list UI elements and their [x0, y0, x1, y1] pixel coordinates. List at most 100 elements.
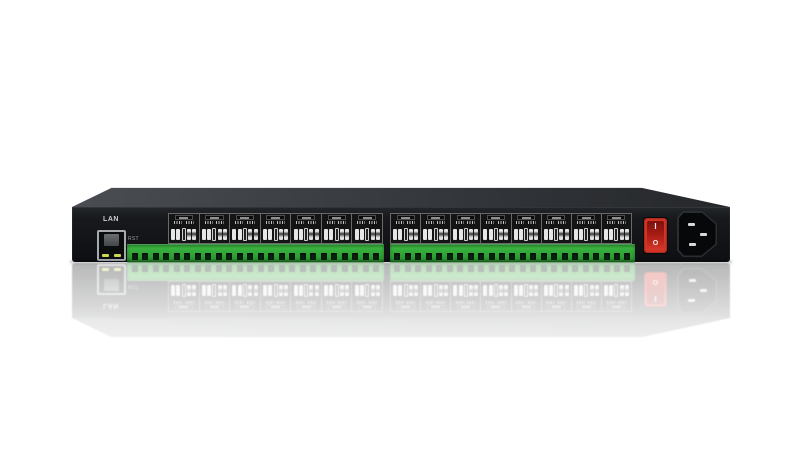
pin-labels [543, 221, 569, 225]
port-group [291, 214, 322, 243]
pin-labels [170, 221, 197, 225]
wire-hole [593, 253, 600, 260]
port-group-label [547, 215, 566, 220]
screw-row [422, 225, 449, 243]
wire-hole [467, 253, 474, 260]
wire-hole [624, 253, 631, 260]
screw-terminal [603, 228, 608, 240]
port-group-label [296, 215, 316, 220]
screw-terminal [524, 227, 529, 241]
port-group [322, 214, 353, 243]
pin-labels [483, 221, 509, 225]
lan-led-left [102, 254, 109, 257]
screw-terminal [543, 228, 548, 240]
wire-hole [551, 253, 558, 260]
wire-hole [478, 253, 485, 260]
screw-terminal [444, 228, 449, 240]
screw-terminal [176, 228, 181, 240]
screw-terminal [309, 228, 314, 240]
screw-terminal [573, 228, 578, 240]
screw-terminal [398, 228, 403, 240]
screw-row [452, 225, 479, 243]
lan-port [97, 230, 126, 261]
wire-hole [320, 253, 327, 260]
port-group [169, 214, 200, 243]
device-chassis: LAN RST I O [72, 186, 730, 263]
wire-hole [142, 253, 149, 260]
screw-terminal [354, 228, 359, 240]
power-switch: I O [644, 218, 667, 253]
screw-terminal [469, 228, 473, 240]
port-group [230, 214, 261, 243]
port-group-label [205, 215, 224, 220]
port-group-label [456, 215, 475, 220]
screw-terminal [458, 228, 463, 240]
wire-hole [310, 253, 317, 260]
screw-terminal [554, 227, 559, 241]
screw-row [200, 225, 228, 243]
wire-hole [173, 253, 180, 260]
screw-terminal [345, 228, 350, 240]
wire-hole-row-left [127, 250, 384, 263]
screw-terminal [253, 228, 258, 240]
screw-terminal [513, 228, 518, 240]
screw-terminal [548, 228, 553, 240]
screw-terminal [222, 228, 227, 240]
screw-terminal [579, 228, 584, 240]
wire-hole [509, 253, 516, 260]
green-terminal-block-right [390, 244, 635, 263]
screw-terminal [403, 227, 408, 241]
ac-inlet-pin [699, 232, 707, 236]
screw-terminal [428, 228, 433, 240]
screw-terminal [187, 228, 192, 240]
screw-terminal [293, 228, 298, 240]
ac-inlet-pin [687, 222, 695, 226]
screw-terminal [493, 227, 498, 241]
screw-terminal [609, 228, 614, 240]
port-group-label [327, 215, 346, 220]
pin-labels [293, 221, 320, 225]
screw-terminal [370, 228, 375, 240]
reflection-fade [0, 262, 800, 456]
pin-labels [603, 221, 629, 225]
screw-terminal [423, 228, 428, 240]
wire-hole [362, 253, 369, 260]
screw-terminal [232, 228, 237, 240]
wire-hole [425, 253, 432, 260]
wire-hole [247, 253, 254, 260]
port-group [451, 214, 482, 243]
port-group [391, 214, 422, 243]
screw-terminal [201, 228, 206, 240]
wire-hole [194, 253, 201, 260]
screw-row [512, 225, 539, 243]
screw-terminal [614, 227, 619, 241]
screw-terminal [298, 228, 303, 240]
screw-terminal [488, 228, 493, 240]
screw-terminal [483, 228, 488, 240]
screw-row [353, 225, 381, 243]
screw-terminal [375, 228, 380, 240]
screw-terminal [453, 228, 458, 240]
screw-terminal [564, 228, 569, 240]
screw-terminal [463, 227, 468, 241]
wire-hole [436, 253, 443, 260]
screw-row [262, 225, 290, 243]
wire-hole [561, 253, 568, 260]
wire-hole [184, 253, 191, 260]
screw-terminal [242, 227, 247, 241]
screw-terminal [589, 228, 594, 240]
screw-terminal [433, 227, 438, 241]
screw-row [392, 225, 419, 243]
screw-row [292, 225, 320, 243]
ac-inlet-pin [688, 242, 696, 246]
lan-port-label: LAN [103, 216, 119, 223]
wire-hole [404, 253, 411, 260]
screw-terminal-strip-right [390, 213, 632, 244]
wire-hole [446, 253, 453, 260]
screw-terminal [212, 227, 217, 241]
port-group [572, 214, 602, 243]
power-switch-rocker: I O [647, 221, 664, 250]
screw-terminal [529, 228, 534, 240]
screw-terminal [284, 228, 289, 240]
wire-hole [226, 253, 233, 260]
